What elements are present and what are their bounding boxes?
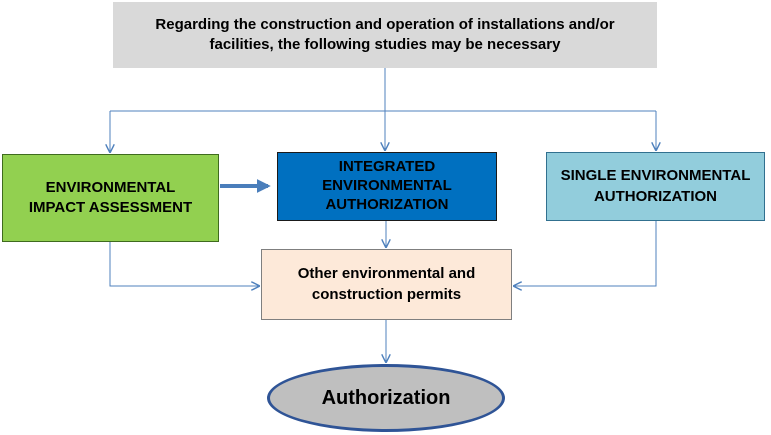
studies-intro-line-1: Regarding the construction and operation…	[155, 15, 615, 33]
arrow-sea-to-permits	[514, 221, 657, 286]
eia-line-1: ENVIRONMENTAL	[45, 178, 176, 196]
permits-line-2: construction permits	[311, 285, 462, 303]
authorization-label: Authorization	[321, 386, 451, 409]
sea-line-2: AUTHORIZATION	[593, 187, 718, 205]
permits-line-1: Other environmental and	[297, 265, 476, 283]
studies-intro-line-2: facilities, the following studies may be…	[209, 36, 561, 53]
authorization-ellipse: Authorization	[267, 364, 505, 432]
other-permits-box: Other environmental and construction per…	[261, 249, 512, 320]
arrow-eia-to-permits	[109, 242, 259, 286]
environmental-impact-assessment-box: ENVIRONMENTAL IMPACT ASSESSMENT	[2, 154, 219, 242]
single-environmental-authorization-box: SINGLE ENVIRONMENTAL AUTHORIZATION	[546, 152, 765, 221]
sea-line-1: SINGLE ENVIRONMENTAL	[560, 167, 751, 185]
studies-intro-box: Regarding the construction and operation…	[113, 2, 657, 68]
iea-line-2: ENVIRONMENTAL	[322, 177, 452, 195]
integrated-environmental-authorization-box: INTEGRATED ENVIRONMENTAL AUTHORIZATION	[277, 152, 497, 221]
iea-line-3: AUTHORIZATION	[325, 195, 449, 213]
iea-line-1: INTEGRATED	[338, 158, 436, 176]
eia-line-2: IMPACT ASSESSMENT	[28, 199, 193, 216]
